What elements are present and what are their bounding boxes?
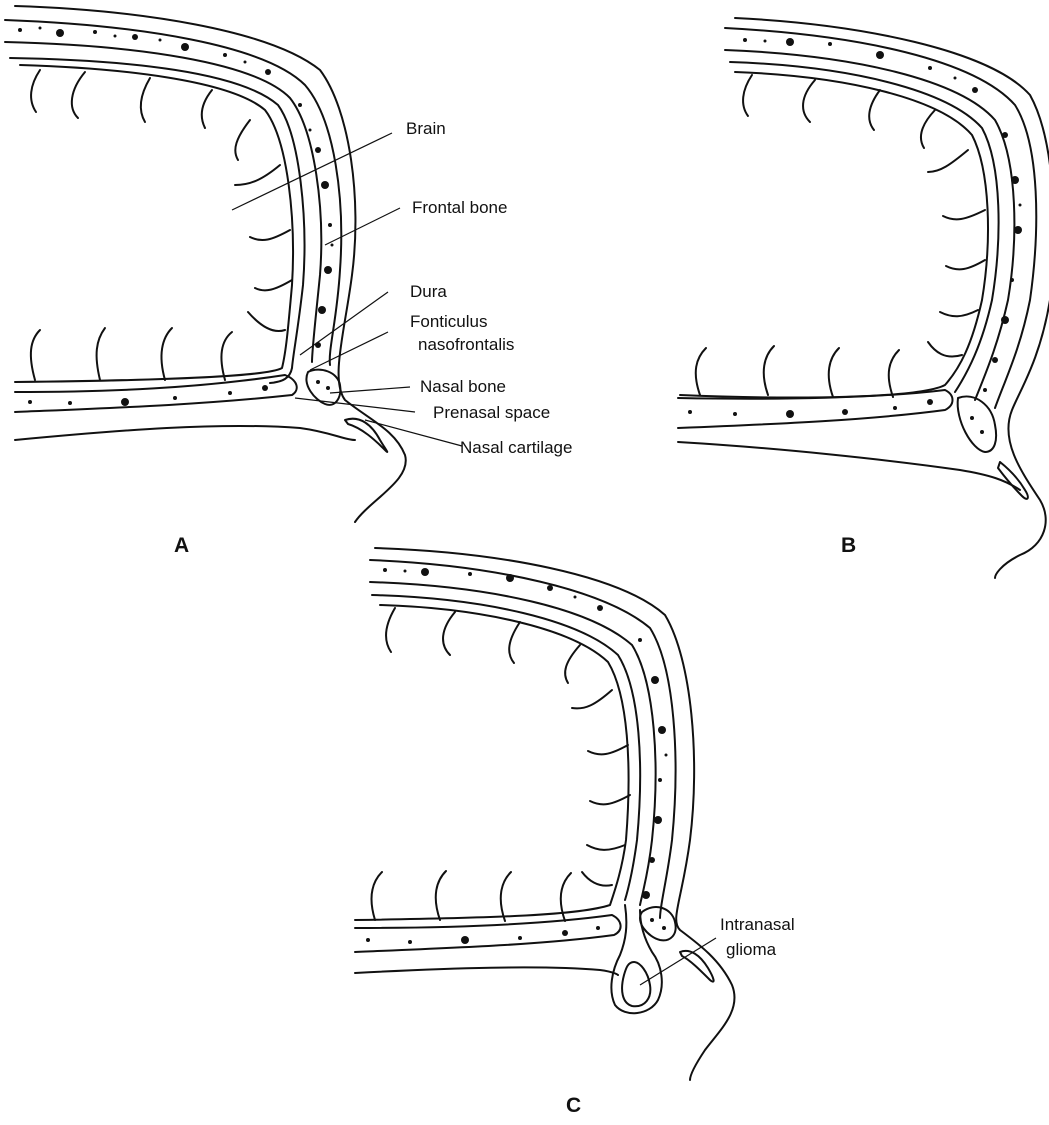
brain-gyri: [31, 70, 292, 380]
label-glioma-line1: Intranasal: [720, 915, 795, 934]
brain-surface: [680, 72, 988, 398]
brain-gyri: [696, 75, 985, 397]
nasal-floor: [678, 442, 1020, 490]
label-glioma-line2: glioma: [726, 940, 777, 959]
label-prenasal-space: Prenasal space: [433, 403, 550, 422]
nasal-floor: [355, 967, 618, 975]
frontal-bone-inner: [5, 42, 321, 362]
brain-surface: [15, 65, 293, 382]
skull-base-upper: [355, 915, 621, 952]
panel-letter-c: C: [566, 1094, 581, 1117]
label-dura: Dura: [410, 282, 447, 301]
panel-a: Brain Frontal bone Dura Fonticulus nasof…: [5, 6, 572, 557]
panel-letter-b: B: [841, 534, 856, 557]
label-frontal-bone: Frontal bone: [412, 198, 507, 217]
dura-line: [372, 595, 640, 900]
panel-letter-a: A: [174, 534, 189, 557]
frontal-bone-inner: [370, 582, 656, 905]
brain-gyri: [371, 608, 630, 921]
panel-b: B: [678, 18, 1049, 578]
intranasal-glioma-inner: [622, 962, 650, 1006]
frontal-bone-outer: [725, 28, 1036, 408]
nasal-cartilage: [680, 951, 714, 982]
label-fonticulus-line2: nasofrontalis: [418, 335, 514, 354]
skin-contour: [375, 548, 735, 1080]
nasal-bone: [958, 397, 996, 452]
label-nasal-bone: Nasal bone: [420, 377, 506, 396]
nasal-floor: [15, 426, 355, 440]
frontal-bone-texture: [18, 27, 334, 349]
label-fonticulus-line1: Fonticulus: [410, 312, 487, 331]
nasal-bone: [640, 907, 676, 940]
frontal-bone-outer: [5, 20, 341, 365]
skin-contour: [15, 6, 406, 522]
dura-line: [730, 62, 999, 392]
label-brain: Brain: [406, 119, 446, 138]
frontal-bone-inner: [725, 50, 1014, 400]
skin-contour: [735, 18, 1049, 578]
panel-c: Intranasal glioma C: [355, 548, 795, 1117]
brain-surface: [355, 605, 629, 920]
label-nasal-cartilage: Nasal cartilage: [460, 438, 572, 457]
